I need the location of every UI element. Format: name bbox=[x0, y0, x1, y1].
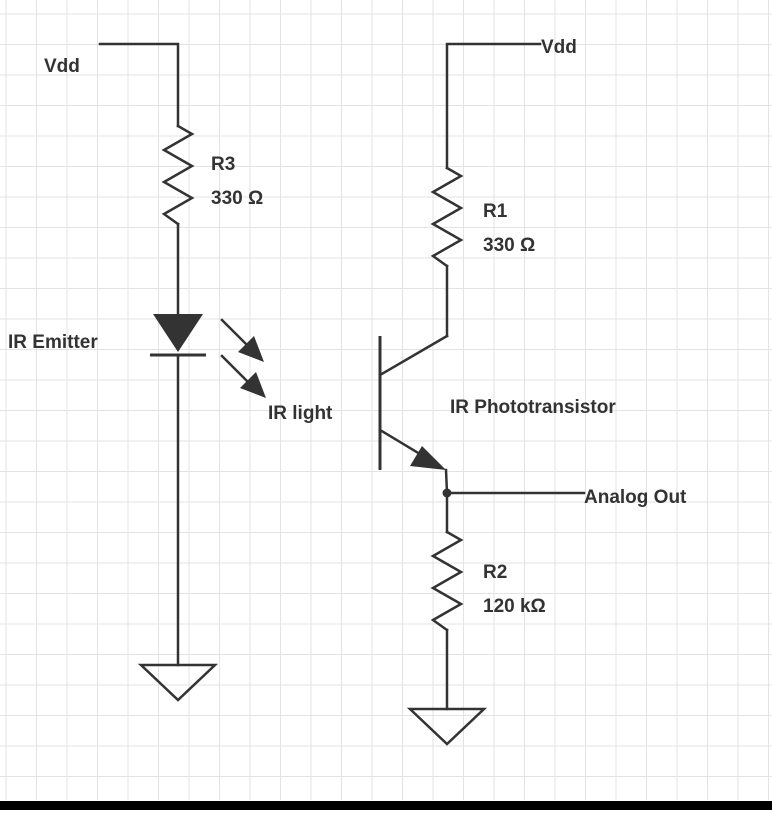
ground-symbol-right bbox=[406, 707, 488, 746]
ir-light-label: IR light bbox=[268, 403, 333, 424]
vdd-right-label: Vdd bbox=[541, 37, 577, 58]
led-emission-arrows bbox=[220, 318, 266, 398]
r3-value-label: 330 Ω bbox=[211, 188, 263, 209]
r1-name-label: R1 bbox=[483, 201, 508, 222]
r1-value-label: 330 Ω bbox=[483, 235, 535, 256]
ground-symbol-left bbox=[137, 663, 219, 702]
vdd-left-label: Vdd bbox=[44, 56, 80, 77]
ir-phototransistor-label: IR Phototransistor bbox=[450, 397, 616, 418]
resistor-r2 bbox=[430, 491, 464, 711]
r2-name-label: R2 bbox=[483, 562, 507, 583]
resistor-r3 bbox=[161, 124, 195, 226]
right-vdd-wire bbox=[445, 42, 542, 170]
phototransistor bbox=[378, 264, 449, 495]
left-vdd-wire bbox=[98, 42, 180, 128]
resistor-r1 bbox=[430, 166, 464, 268]
bottom-edge-bar bbox=[0, 801, 772, 810]
ir-emitter-label: IR Emitter bbox=[8, 332, 98, 353]
r3-name-label: R3 bbox=[211, 154, 235, 175]
r2-value-label: 120 kΩ bbox=[483, 596, 546, 617]
analog-out-label: Analog Out bbox=[584, 487, 687, 508]
